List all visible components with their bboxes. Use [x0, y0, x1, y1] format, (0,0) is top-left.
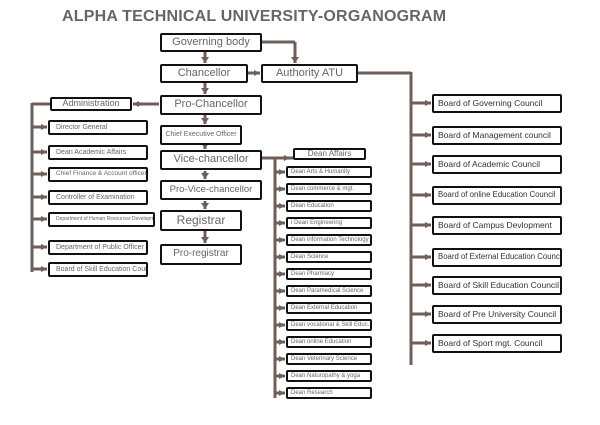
- arrow-head: [279, 186, 285, 192]
- arrow-head: [279, 322, 285, 328]
- arrow-head: [425, 161, 431, 167]
- arrow-head: [279, 339, 285, 345]
- board-item: Board of Academic Council: [432, 155, 562, 174]
- board-item: Board of Management council: [432, 126, 562, 145]
- board-item: Board of Campus Devlopment: [432, 216, 562, 235]
- dean-item: Dean vocational & Skill Educ.: [286, 319, 372, 331]
- dean-item: Dean External Education: [286, 302, 372, 314]
- dean-item: Dean Veterinary Science: [286, 353, 372, 365]
- arrow-head: [41, 244, 47, 250]
- admin-item: Controller of Examination: [48, 190, 148, 205]
- arrow-head: [279, 356, 285, 362]
- dean-item: Dean Arts & Humanity: [286, 166, 372, 178]
- board-item: Board of External Education Council: [432, 248, 562, 267]
- dean-item: Dean information Technology: [286, 234, 372, 246]
- arrow-head: [279, 373, 285, 379]
- arrow-head: [133, 101, 139, 107]
- dean-item: Dean Paramedical Science: [286, 285, 372, 297]
- arrow-head: [279, 288, 285, 294]
- governing-body-box: Governing body: [160, 33, 262, 52]
- administration-box: Administration: [50, 97, 132, 111]
- authority-atu-box: Authority ATU: [261, 64, 358, 83]
- arrow-head: [425, 340, 431, 346]
- arrow-head: [41, 216, 47, 222]
- dean-item: Dean Science: [286, 251, 372, 263]
- arrow-head: [425, 311, 431, 317]
- page-title: ALPHA TECHNICAL UNIVERSITY-ORGANOGRAM: [62, 8, 447, 25]
- admin-item: Department of Public Officer & R.T.I.: [48, 240, 148, 255]
- dean-item: Dean online Education: [286, 336, 372, 348]
- admin-item: Dean Academic Affairs: [48, 145, 148, 160]
- arrow-head: [201, 173, 209, 179]
- chief-executive-officer-box: Chief Executive Officer: [160, 125, 242, 145]
- arrow-head: [254, 70, 260, 76]
- admin-item: Chief Finance & Account officer: [48, 167, 148, 182]
- pro-chancellor-box: Pro-Chancellor: [160, 95, 262, 115]
- arrow-head: [279, 305, 285, 311]
- admin-item: Director General: [48, 120, 148, 135]
- arrow-head: [201, 57, 209, 63]
- arrow-head: [201, 88, 209, 94]
- dean-item: Dean Research: [286, 387, 372, 399]
- dean-affairs-box: Dean Affairs: [293, 148, 366, 160]
- arrow-head: [425, 192, 431, 198]
- registrar-box: Registrar: [160, 210, 242, 231]
- arrow-head: [291, 57, 299, 63]
- arrow-head: [279, 220, 285, 226]
- board-item: Board of Skill Education Council: [432, 276, 562, 295]
- arrow-head: [41, 149, 47, 155]
- arrow-head: [279, 203, 285, 209]
- arrow-head: [425, 100, 431, 106]
- arrow-head: [425, 222, 431, 228]
- dean-item: Dean Naturopathy & yoga: [286, 370, 372, 382]
- arrow-head: [279, 390, 285, 396]
- arrow-head: [41, 171, 47, 177]
- arrow-head: [41, 124, 47, 130]
- dean-item: Dean Education: [286, 200, 372, 212]
- board-item: Board of Pre University Council: [432, 305, 562, 324]
- admin-item: Department of Human Resources Developmen…: [48, 212, 155, 227]
- board-item: Board of online Education Council: [432, 186, 562, 205]
- arrow-head: [425, 282, 431, 288]
- arrow-head: [425, 254, 431, 260]
- arrow-head: [279, 169, 285, 175]
- dean-item: Dean Pharmacy: [286, 268, 372, 280]
- arrow-head: [279, 271, 285, 277]
- arrow-head: [201, 203, 209, 209]
- vice-chancellor-box: Vice-chancellor: [160, 150, 262, 170]
- chancellor-box: Chancellor: [160, 64, 248, 83]
- pro-vice-chancellor-box: Pro-Vice-chancellor: [160, 180, 262, 200]
- arrow-head: [41, 194, 47, 200]
- board-item: Board of Governing Council: [432, 94, 562, 113]
- dean-item: l Dean Engineering: [286, 217, 372, 229]
- dean-item: Dean commerce & mgt.: [286, 183, 372, 195]
- arrow-head: [201, 237, 209, 243]
- arrow-head: [201, 118, 209, 124]
- board-item: Board of Sport mgt. Council: [432, 334, 562, 353]
- pro-registrar-box: Pro-registrar: [160, 244, 242, 265]
- arrow-head: [41, 266, 47, 272]
- arrow-head: [279, 237, 285, 243]
- arrow-head: [425, 132, 431, 138]
- admin-item: Board of Skill Education Council: [48, 262, 148, 277]
- arrow-head: [279, 254, 285, 260]
